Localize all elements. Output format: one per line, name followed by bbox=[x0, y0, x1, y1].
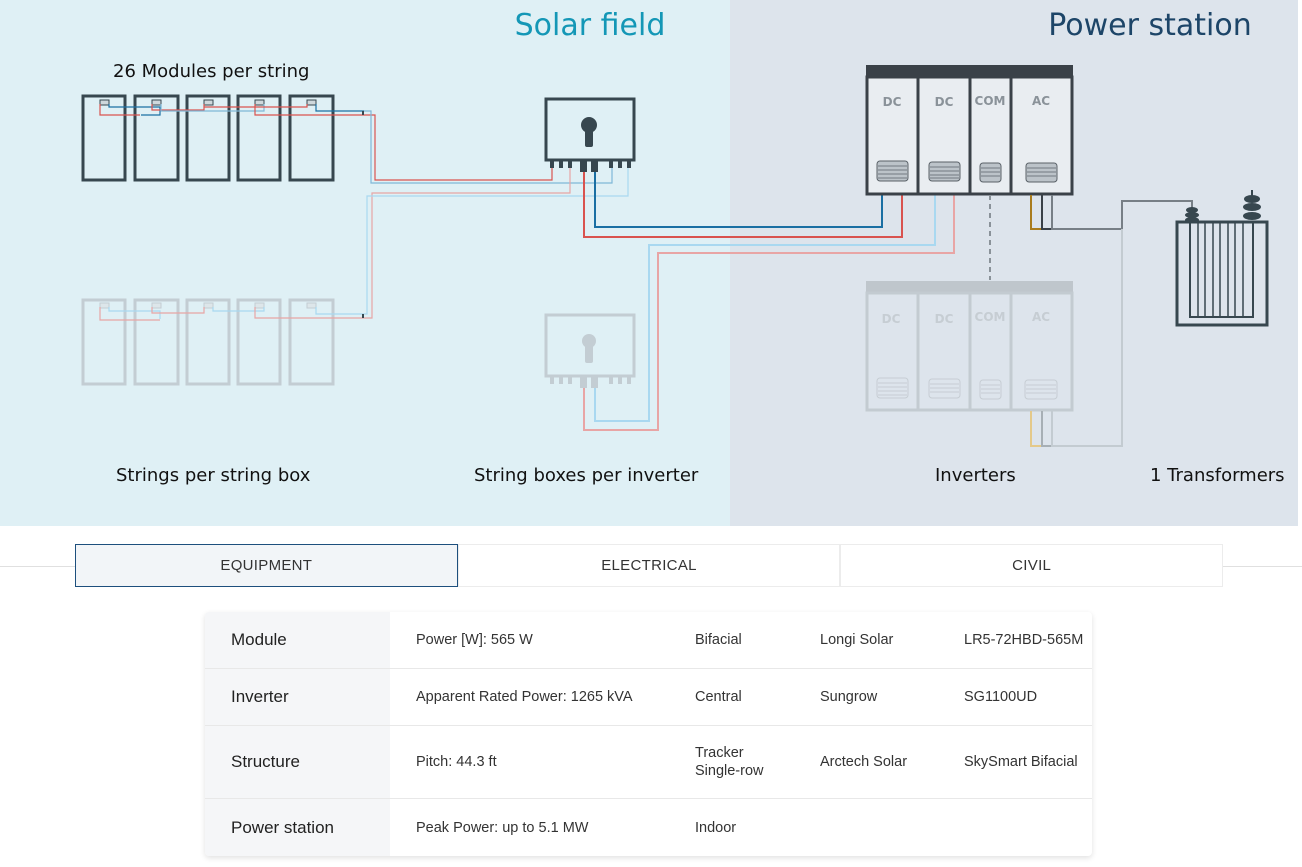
pv-module bbox=[185, 298, 231, 386]
string-wiring-faded bbox=[99, 165, 629, 321]
row-header: Module bbox=[205, 612, 390, 668]
power-station-title: Power station bbox=[1048, 8, 1252, 43]
spec-cell: Apparent Rated Power: 1265 kVA bbox=[416, 689, 633, 705]
string-wiring-active bbox=[99, 104, 613, 184]
module-string-active bbox=[81, 94, 335, 182]
pv-module bbox=[288, 298, 335, 386]
type-cell: Central bbox=[695, 689, 742, 705]
junction-boxes-active bbox=[99, 99, 317, 106]
pv-module bbox=[236, 94, 282, 182]
dc-negative-cable bbox=[594, 172, 883, 228]
spec-cell: Power [W]: 565 W bbox=[416, 632, 533, 648]
pv-module bbox=[185, 94, 231, 182]
bushing-icon bbox=[1185, 207, 1199, 223]
tab-bar: EQUIPMENT ELECTRICAL CIVIL bbox=[75, 544, 1224, 587]
manufacturer-cell: Sungrow bbox=[820, 689, 878, 705]
manufacturer-cell: Longi Solar bbox=[820, 632, 894, 648]
compartment-label: COM bbox=[975, 94, 1006, 108]
modules-per-string-caption: 26 Modules per string bbox=[113, 61, 310, 82]
tab-equipment[interactable]: EQUIPMENT bbox=[75, 544, 458, 587]
spec-cell: Pitch: 44.3 ft bbox=[416, 754, 497, 770]
row-header: Inverter bbox=[205, 669, 390, 725]
equipment-table: Module Power [W]: 565 W Bifacial Longi S… bbox=[205, 612, 1092, 856]
plant-diagram: DC DC COM AC bbox=[0, 0, 1298, 526]
model-cell: SG1100UD bbox=[964, 689, 1038, 705]
model-cell: LR5-72HBD-565M bbox=[964, 632, 1084, 648]
boxes-per-inverter-caption: String boxes per inverter bbox=[474, 465, 699, 486]
compartment-label: COM bbox=[975, 310, 1006, 324]
table-row: Module Power [W]: 565 W Bifacial Longi S… bbox=[205, 612, 1092, 669]
pv-module bbox=[81, 94, 127, 182]
solar-field-background bbox=[0, 0, 730, 526]
inverter-active: DC DC COM AC bbox=[865, 65, 1074, 196]
junction-boxes-faded bbox=[99, 302, 317, 309]
strings-per-box-caption: Strings per string box bbox=[116, 465, 311, 486]
pv-module bbox=[133, 94, 180, 182]
string-box-active bbox=[544, 97, 636, 172]
row-header: Structure bbox=[205, 726, 390, 798]
solar-field-title: Solar field bbox=[514, 8, 666, 43]
pv-module bbox=[81, 298, 127, 386]
tab-civil[interactable]: CIVIL bbox=[840, 544, 1224, 587]
compartment-label: DC bbox=[882, 312, 901, 326]
compartment-label: AC bbox=[1032, 310, 1050, 324]
bushing-icon bbox=[1243, 190, 1261, 220]
model-cell bbox=[964, 799, 1092, 856]
type-cell: Bifacial bbox=[695, 632, 742, 648]
ac-cable bbox=[1051, 195, 1193, 230]
type-cell: Tracker Single-row bbox=[695, 726, 820, 798]
compartment-label: DC bbox=[935, 95, 954, 109]
transformers-caption: 1 Transformers bbox=[1150, 465, 1285, 486]
manufacturer-cell: Arctech Solar bbox=[820, 754, 908, 770]
model-cell: SkySmart Bifacial bbox=[964, 754, 1078, 770]
inverter-faded: DC DC COM AC bbox=[865, 281, 1074, 412]
pv-module bbox=[288, 94, 335, 182]
pv-module bbox=[236, 298, 282, 386]
type-line: Tracker bbox=[695, 745, 744, 761]
type-cell: Indoor bbox=[695, 819, 737, 836]
dc-positive-cable-faded bbox=[583, 195, 955, 431]
transformer bbox=[1175, 190, 1269, 327]
compartment-label: DC bbox=[883, 95, 902, 109]
manufacturer-cell bbox=[820, 799, 964, 856]
dc-positive-cable bbox=[583, 172, 903, 238]
table-row: Structure Pitch: 44.3 ft Tracker Single-… bbox=[205, 726, 1092, 799]
table-row: Inverter Apparent Rated Power: 1265 kVA … bbox=[205, 669, 1092, 726]
type-line: Single-row bbox=[695, 763, 764, 779]
compartment-label: AC bbox=[1032, 94, 1050, 108]
spec-cell: Peak Power: up to 5.1 MW bbox=[416, 819, 589, 836]
string-box-faded bbox=[544, 313, 636, 388]
inverters-caption: Inverters bbox=[935, 465, 1016, 486]
dc-negative-cable-faded bbox=[594, 195, 936, 422]
compartment-label: DC bbox=[935, 312, 954, 326]
pv-module bbox=[133, 298, 180, 386]
module-string-faded bbox=[81, 298, 335, 386]
table-row: Power station Peak Power: up to 5.1 MW I… bbox=[205, 799, 1092, 856]
tab-electrical[interactable]: ELECTRICAL bbox=[457, 544, 841, 587]
row-header: Power station bbox=[205, 799, 390, 856]
